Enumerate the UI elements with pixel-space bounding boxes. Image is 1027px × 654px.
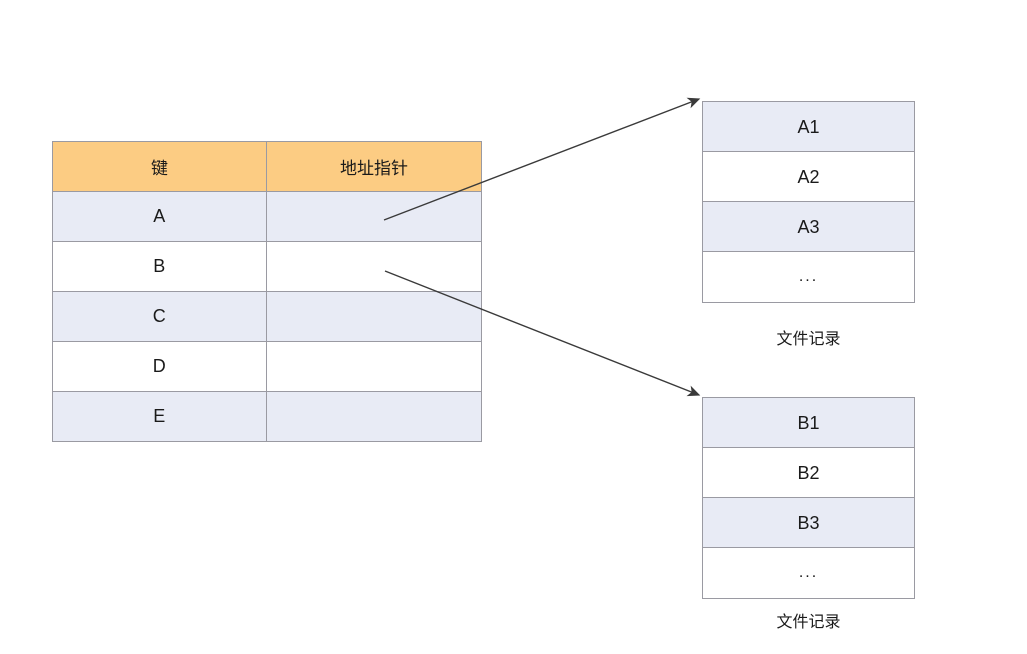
index-table: 键 地址指针 A B C D E bbox=[52, 141, 482, 442]
record-block-b-caption: 文件记录 bbox=[776, 614, 841, 631]
index-table-row: C bbox=[52, 291, 482, 342]
record-row: A3 bbox=[703, 202, 914, 252]
record-row: A2 bbox=[703, 152, 914, 202]
record-row: B2 bbox=[703, 448, 914, 498]
index-table-row: A bbox=[52, 191, 482, 242]
index-row-key: A bbox=[52, 191, 267, 242]
record-block-b: B1 B2 B3 ... bbox=[702, 397, 915, 599]
index-row-key: E bbox=[52, 391, 267, 442]
index-row-pointer bbox=[266, 241, 482, 292]
index-row-key: C bbox=[52, 291, 267, 342]
index-table-row: D bbox=[52, 341, 482, 392]
record-row: B3 bbox=[703, 498, 914, 548]
index-header-pointer: 地址指针 bbox=[266, 141, 482, 192]
index-row-pointer bbox=[266, 191, 482, 242]
index-row-pointer bbox=[266, 391, 482, 442]
record-block-a: A1 A2 A3 ... bbox=[702, 101, 915, 303]
record-row-ellipsis: ... bbox=[703, 252, 914, 302]
record-row: A1 bbox=[703, 102, 914, 152]
index-row-pointer bbox=[266, 291, 482, 342]
index-header-key: 键 bbox=[52, 141, 267, 192]
index-row-pointer bbox=[266, 341, 482, 392]
record-block-a-caption: 文件记录 bbox=[776, 331, 841, 348]
record-row: B1 bbox=[703, 398, 914, 448]
record-row-ellipsis: ... bbox=[703, 548, 914, 598]
index-table-header-row: 键 地址指针 bbox=[52, 141, 482, 192]
index-table-row: E bbox=[52, 391, 482, 442]
index-row-key: B bbox=[52, 241, 267, 292]
index-row-key: D bbox=[52, 341, 267, 392]
index-table-row: B bbox=[52, 241, 482, 292]
